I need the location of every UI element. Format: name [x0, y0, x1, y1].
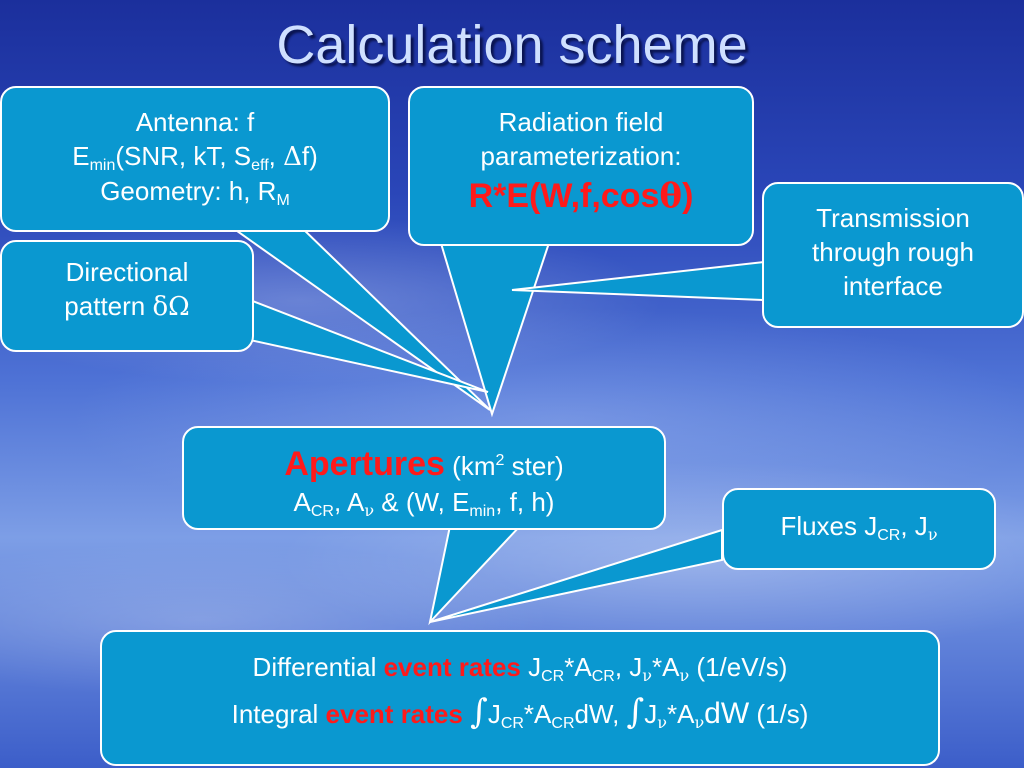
radiation-line1: Radiation field [498, 107, 664, 137]
transmission-line2: through rough [812, 236, 974, 267]
apertures-heading-line: Apertures (km2 ster) [284, 445, 564, 483]
radiation-line2: parameterization: [480, 140, 682, 171]
fluxes-box: Fluxes JCR, Jν [722, 488, 996, 570]
radiation-box: Radiation field parameterization: R*E(W,… [408, 86, 754, 246]
geometry-line: Geometry: h, RM [100, 175, 290, 209]
directional-line1: Directional [65, 257, 189, 287]
transmission-line3: interface [843, 270, 943, 301]
transmission-pointer [511, 260, 765, 302]
radiation-pointer [438, 239, 552, 418]
slide-title: Calculation scheme [276, 15, 748, 75]
emin-line: Emin(SNR, kT, Seff, Δf) [72, 140, 318, 174]
integral-icon: ∫ [626, 692, 645, 732]
fluxes-line: Fluxes JCR, Jν [780, 511, 938, 544]
integral-icon: ∫ [470, 692, 488, 732]
directional-box: Directional pattern δΩ [0, 240, 254, 352]
antenna-box: Antenna: f Emin(SNR, kT, Seff, Δf) Geome… [0, 86, 390, 232]
directional-line2: pattern δΩ [64, 290, 190, 322]
apertures-variables-line: ACR, Aν & (W, Emin, f, h) [293, 487, 555, 521]
apertures-box: Apertures (km2 ster) ACR, Aν & (W, Emin,… [182, 426, 666, 530]
transmission-box: Transmission through rough interface [762, 182, 1024, 328]
radiation-formula: R*E(W,f,cosθ) [468, 175, 694, 216]
differential-rates-line: Differential event rates JCR*ACR, Jν*Aν … [252, 652, 788, 685]
integral-rates-line: Integral event rates ∫JCR*ACRdW, ∫Jν*Aνd… [231, 692, 809, 732]
event-rates-box: Differential event rates JCR*ACR, Jν*Aν … [100, 630, 940, 766]
transmission-line1: Transmission [816, 203, 970, 233]
antenna-line: Antenna: f [135, 107, 255, 137]
